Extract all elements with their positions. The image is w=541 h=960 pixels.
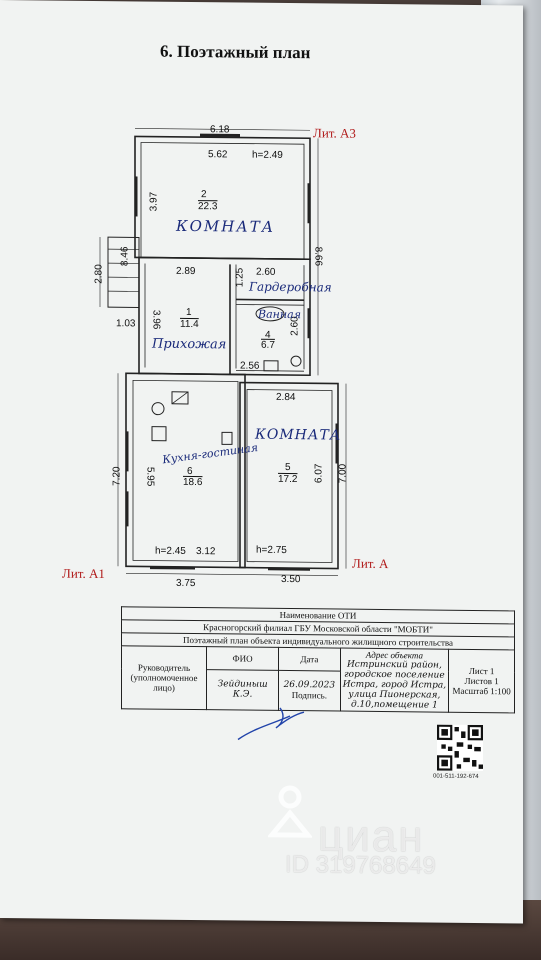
document-page: 6. Поэтажный план: [0, 0, 523, 924]
room-2-area: 22.3: [198, 201, 218, 213]
dim-375: 3.75: [176, 577, 196, 590]
room-2-name: КОМНАТА: [176, 216, 276, 236]
stamp-date-value: 26.09.2023: [283, 680, 336, 691]
dim-284: 2.84: [276, 391, 296, 404]
stamp-sheet-info: Лист 1 Листов 1 Масштаб 1:100: [448, 649, 515, 713]
stamp-scale: Масштаб 1:100: [452, 685, 511, 697]
dim-397: 3.97: [148, 191, 160, 212]
dim-866: 8.66: [312, 246, 324, 267]
dim-top-outer: 6.18: [210, 124, 230, 136]
room-6-number: 6: [187, 465, 193, 478]
dim-396: 3.96: [150, 309, 162, 330]
room-4-name: Ванная: [258, 307, 301, 322]
dim-260a: 2.60: [256, 266, 276, 278]
room-1-name: Прихожая: [152, 336, 227, 353]
room-6-area: 18.6: [183, 476, 203, 489]
dim-700: 7.00: [337, 463, 349, 484]
dim-350: 3.50: [281, 573, 301, 586]
stamp-sheets: Листов 1: [464, 675, 499, 687]
label-lit-a1: Лит. А1: [62, 565, 105, 582]
height-lit-a1: h=2.45: [155, 545, 186, 557]
dim-846: 8.46: [119, 246, 131, 267]
room-2-number: 2: [201, 189, 207, 201]
stamp-date-label: Дата: [278, 647, 341, 671]
room-1-area: 11.4: [180, 318, 199, 331]
dim-280: 2.80: [93, 264, 105, 284]
dim-125: 1.25: [234, 267, 246, 288]
floor-plan: [99, 128, 347, 576]
dim-256: 2.56: [240, 360, 260, 372]
label-lit-a3: Лит. А3: [313, 125, 356, 141]
stamp-role: Руководитель (уполномоченное лицо): [121, 645, 207, 710]
dim-312: 3.12: [196, 546, 216, 558]
room-1-number: 1: [186, 306, 192, 319]
room-4-area: 6.7: [261, 339, 275, 351]
dim-720: 7.20: [111, 466, 123, 487]
stamp-fio-label: ФИО: [206, 646, 279, 671]
stamp-sheet: Лист 1: [468, 665, 495, 677]
qr-code: [437, 724, 483, 772]
height-lit-a3: h=2.49: [252, 149, 283, 161]
qr-number: 001-511-192-674: [433, 773, 479, 781]
watermark-id: ID 319768649: [285, 850, 436, 880]
height-lit-a: h=2.75: [256, 544, 287, 557]
signature: [237, 707, 305, 741]
title-block: Наименование ОТИ Красногорский филиал ГБ…: [121, 606, 515, 713]
dim-595: 5.95: [144, 466, 156, 487]
wardrobe-name: Гардеробная: [249, 279, 332, 295]
cian-logo-icon: [268, 785, 312, 838]
stamp-address-value: Истринский район, городское поселение Ис…: [342, 659, 447, 711]
room-5-area: 17.2: [278, 473, 298, 486]
room-5-number: 5: [285, 461, 291, 474]
dim-607: 6.07: [313, 463, 325, 484]
label-lit-a: Лит. А: [352, 555, 389, 572]
stamp-address: Адрес объекта Истринский район, городско…: [340, 648, 449, 713]
dim-289: 2.89: [176, 265, 196, 278]
dim-103: 1.03: [116, 318, 136, 330]
room-5-name: КОМНАТА: [255, 426, 342, 444]
dim-top-inner: 5.62: [208, 149, 228, 161]
